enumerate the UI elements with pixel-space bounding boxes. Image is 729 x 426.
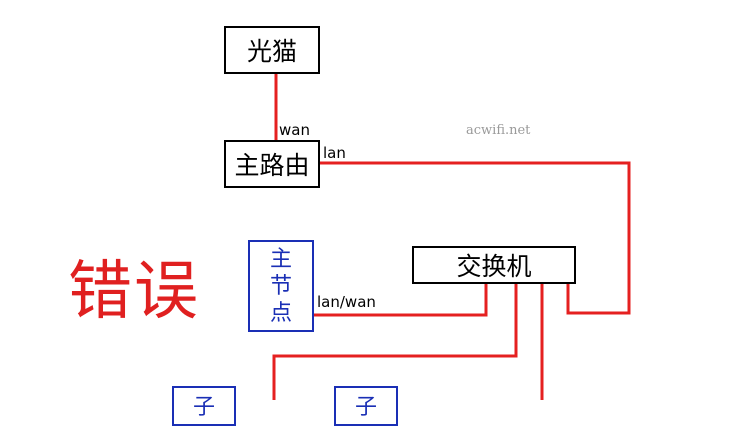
main-router-label: 主路由: [234, 151, 310, 180]
sub-node-2: 子: [334, 386, 398, 426]
main-node-label: 主节点: [270, 246, 292, 327]
wire-layer: [272, 73, 631, 400]
sub-node-1-label: 子: [192, 395, 215, 420]
main-node-label-char: 点: [269, 300, 292, 326]
switch-label: 交换机: [456, 252, 532, 281]
sub-node-2-label: 子: [354, 395, 377, 420]
optical-modem-node: 光猫: [224, 26, 320, 74]
main-node-label-text: 主节点: [270, 246, 292, 327]
watermark-text: acwifi.net: [466, 123, 531, 138]
wire-switch-sub-node-1: [272, 283, 518, 400]
port-label-wan: wan: [279, 121, 310, 139]
optical-modem-label: 光猫: [246, 37, 297, 66]
port-label-lan-wan: lan/wan: [317, 293, 376, 311]
port-label-lan: lan: [323, 144, 346, 162]
main-node-label-char: 节: [269, 273, 292, 299]
main-router-node: 主路由: [224, 140, 320, 188]
sub-node-1: 子: [172, 386, 236, 426]
switch-node: 交换机: [412, 246, 576, 284]
wire-switch-main-node: [313, 283, 488, 317]
network-diagram: 光猫 主路由 交换机 主节点 子 子 wan lan lan/wan acwif…: [68, 26, 631, 426]
main-node: 主节点: [248, 240, 314, 332]
main-node-label-char: 主: [269, 246, 292, 272]
wire-router-switch: [319, 161, 631, 315]
verdict-label: 错误: [68, 255, 200, 329]
